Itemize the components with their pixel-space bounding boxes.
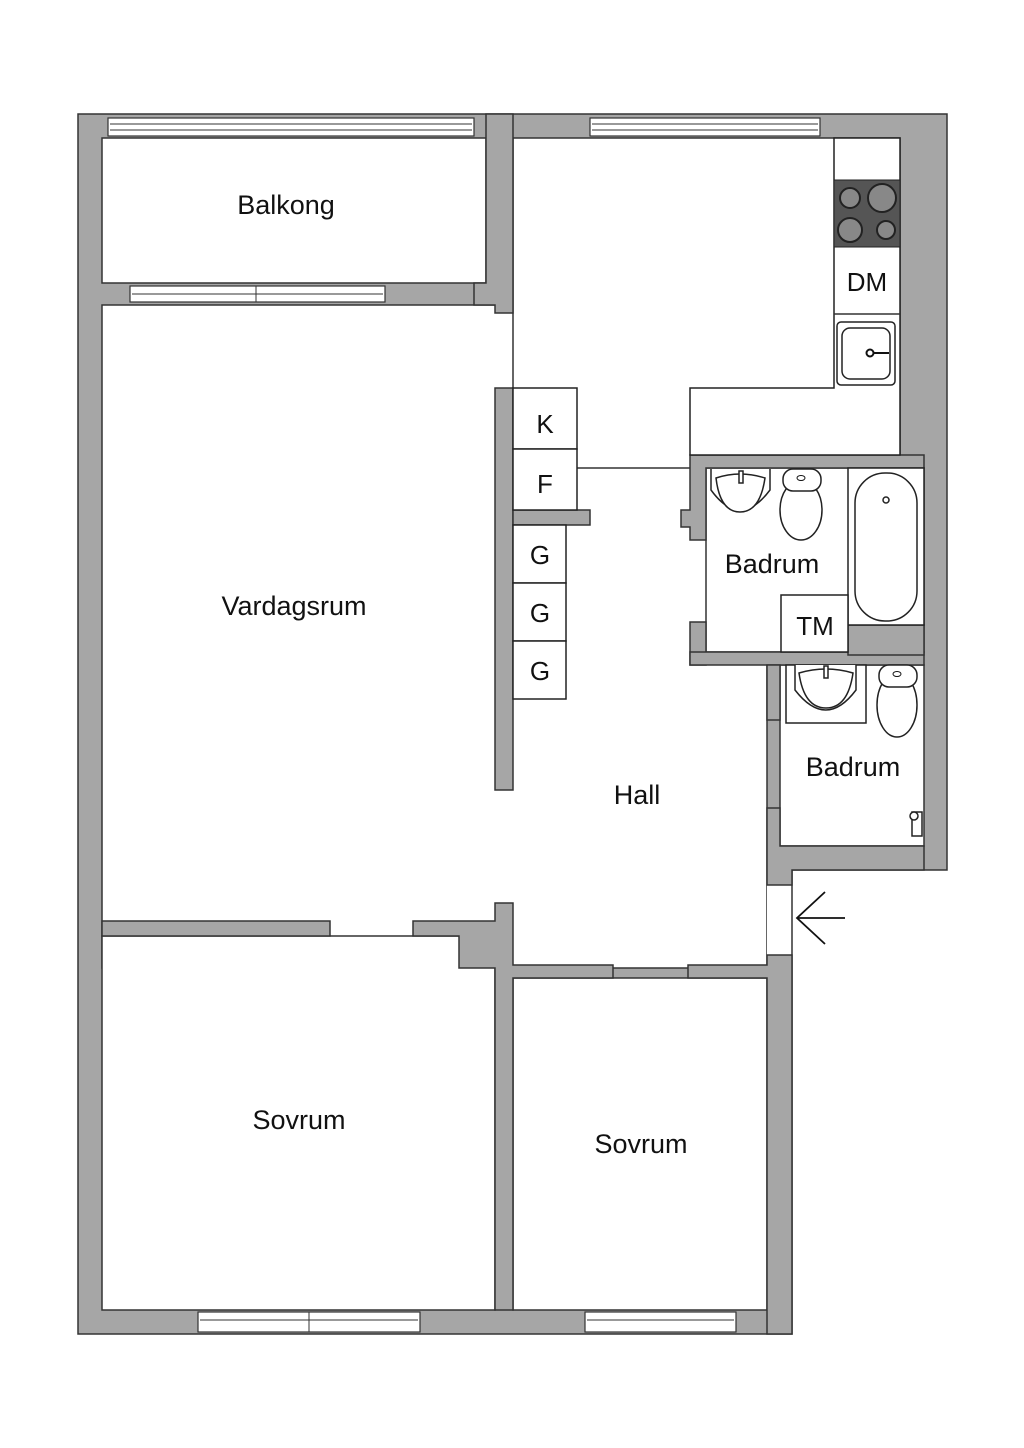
toilet-icon (876, 664, 918, 738)
bathtub-icon (854, 472, 918, 622)
arrow-left-icon (795, 891, 845, 945)
washer-label: TM (796, 611, 834, 641)
dishwasher-label: DM (847, 267, 887, 297)
closet-g2-label: G (530, 598, 550, 628)
interior-walls (101, 113, 925, 1335)
closet-g3-label: G (530, 656, 550, 686)
closet-f-label: F (537, 469, 553, 499)
closet-g1-label: G (530, 540, 550, 570)
bath1-fixtures: TM (710, 467, 925, 653)
kitchen-counter: DM (689, 137, 901, 456)
room-label-bath2: Badrum (806, 752, 901, 782)
room-label-balcony: Balkong (237, 190, 335, 220)
bedroom1-area (101, 935, 496, 1311)
room-label-bedroom2: Sovrum (594, 1129, 687, 1159)
room-label-bath1: Badrum (725, 549, 820, 579)
room-label-hall: Hall (614, 780, 661, 810)
floor-drain-icon (909, 811, 923, 837)
bath2-fixtures (785, 664, 923, 837)
room-label-bedroom1: Sovrum (252, 1105, 345, 1135)
toilet-icon (779, 468, 823, 541)
closets: K F G G G (512, 387, 578, 700)
balcony-area (101, 137, 487, 284)
room-label-living: Vardagsrum (221, 591, 366, 621)
bedroom2-area (512, 977, 768, 1311)
sink-icon (836, 321, 896, 386)
closet-k-label: K (536, 409, 554, 439)
windows (107, 117, 821, 1333)
